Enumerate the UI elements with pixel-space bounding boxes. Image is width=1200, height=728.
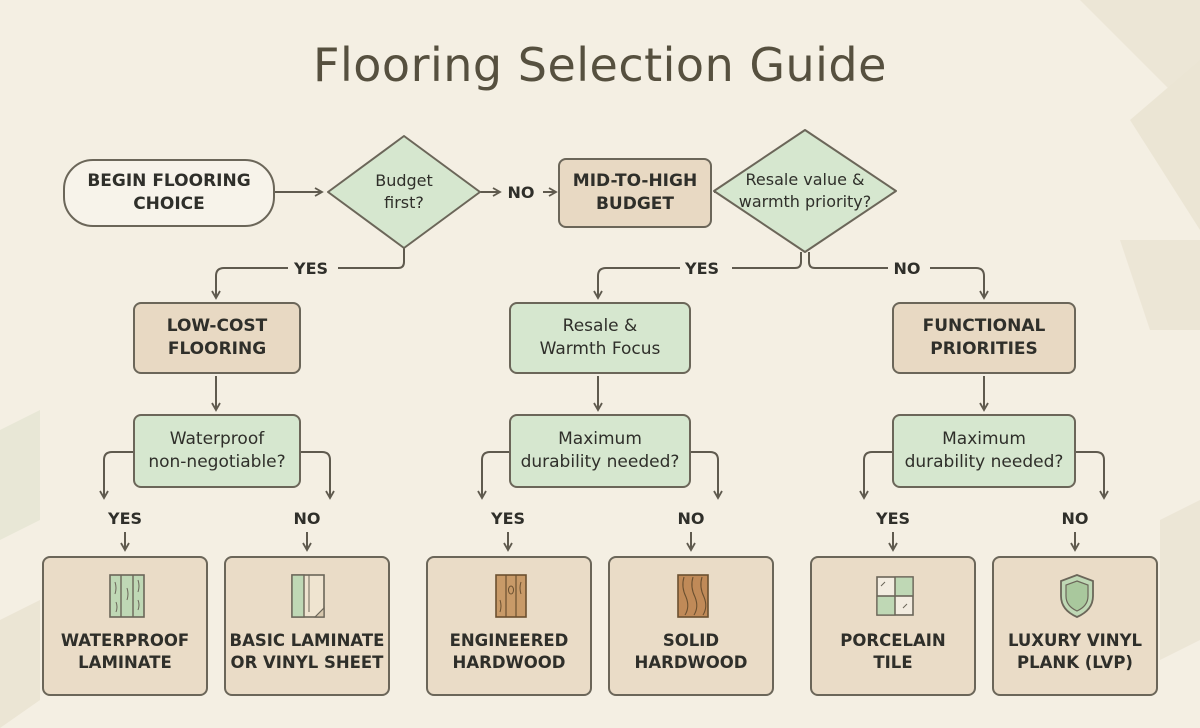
outcome-4-line-1: SOLID (662, 631, 720, 650)
arrow-to-low-cost (211, 267, 288, 300)
budget-line-1: Budget (375, 171, 433, 191)
durability2-line-2: durability needed? (904, 452, 1064, 472)
outcome-6-line-1: LUXURY VINYL (1007, 631, 1143, 650)
shield-icon (1060, 574, 1094, 618)
resale-decision: Resale value & warmth priority? (712, 128, 898, 254)
functional-line-2: PRIORITIES (930, 339, 1038, 359)
arrow-waterproof-no (300, 451, 335, 500)
label-yes-waterproof: YES (107, 509, 143, 528)
line-budget-yes (338, 248, 405, 269)
waterproof-line-2: non-negotiable? (148, 452, 286, 472)
arrow-durability2-yes (859, 451, 892, 500)
resale-line-2: warmth priority? (738, 192, 872, 211)
functional-line-1: FUNCTIONAL (922, 316, 1046, 337)
outcome-4-line-2: HARDWOOD (634, 653, 748, 673)
arrow-to-functional (930, 267, 989, 300)
low-cost-line-1: LOW-COST (166, 316, 268, 337)
budget-decision: Budget first? (326, 134, 482, 250)
mid-high-line-2: BUDGET (595, 194, 675, 214)
resale-focus-line-2: Warmth Focus (539, 339, 661, 359)
outcome-6-line-2: PLANK (LVP) (1017, 653, 1133, 673)
label-yes-durability1: YES (490, 509, 526, 528)
outcome-2-line-2: OR VINYL SHEET (230, 653, 384, 673)
outcome-card-waterproof-laminate: WATERPROOF LAMINATE (42, 556, 208, 696)
resale-line-1: Resale value & (745, 170, 865, 190)
line-resale-yes (732, 252, 802, 269)
label-yes-resale: YES (684, 259, 720, 278)
arrow-durability1-yes (477, 451, 509, 500)
outcome-1-line-2: LAMINATE (78, 653, 172, 673)
durability1-line-1: Maximum (558, 429, 642, 450)
vinyl-sheet-icon (291, 574, 325, 618)
arrow-to-resale-focus (593, 267, 680, 300)
outcome-3-line-2: HARDWOOD (452, 653, 566, 673)
label-no-resale: NO (893, 259, 921, 278)
tile-grid-icon (876, 576, 914, 616)
resale-focus-node: Resale &Warmth Focus (509, 302, 691, 374)
durability2-line-1: Maximum (942, 429, 1026, 450)
waterproof-line-1: Waterproof (169, 429, 265, 450)
outcome-5-line-1: PORCELAIN (840, 631, 946, 650)
outcome-card-basic-laminate: BASIC LAMINATE OR VINYL SHEET (224, 556, 390, 696)
laminate-planks-icon (109, 574, 145, 618)
arrow-durability1-no (690, 451, 723, 500)
label-no-budget: NO (507, 183, 535, 202)
outcome-1-line-1: WATERPROOF (60, 631, 190, 650)
start-line-2: CHOICE (133, 194, 205, 214)
outcome-card-luxury-vinyl: LUXURY VINYL PLANK (LVP) (992, 556, 1158, 696)
outcome-card-solid-hardwood: SOLID HARDWOOD (608, 556, 774, 696)
start-line-1: BEGIN FLOORING (87, 171, 251, 192)
durability1-line-2: durability needed? (520, 452, 680, 472)
page-title: Flooring Selection Guide (313, 38, 887, 92)
arrow-durability2-no (1076, 451, 1109, 500)
outcome-card-engineered-hardwood: ENGINEERED HARDWOOD (426, 556, 592, 696)
arrow-waterproof-yes (99, 451, 133, 500)
outcome-card-porcelain-tile: PORCELAIN TILE (810, 556, 976, 696)
wood-plank-icon (495, 574, 527, 618)
outcome-5-line-2: TILE (873, 653, 913, 673)
label-yes-budget: YES (293, 259, 329, 278)
mid-high-line-1: MID-TO-HIGH (572, 171, 698, 192)
label-no-durability1: NO (677, 509, 705, 528)
label-no-durability2: NO (1061, 509, 1089, 528)
line-resale-no (808, 252, 888, 269)
resale-focus-line-1: Resale & (562, 316, 638, 337)
low-cost-line-2: FLOORING (167, 339, 267, 359)
label-yes-durability2: YES (875, 509, 911, 528)
budget-line-2: first? (384, 193, 424, 212)
label-no-waterproof: NO (293, 509, 321, 528)
outcome-2-line-1: BASIC LAMINATE (229, 631, 385, 650)
outcome-3-line-1: ENGINEERED (449, 631, 569, 650)
solid-wood-icon (677, 574, 709, 618)
